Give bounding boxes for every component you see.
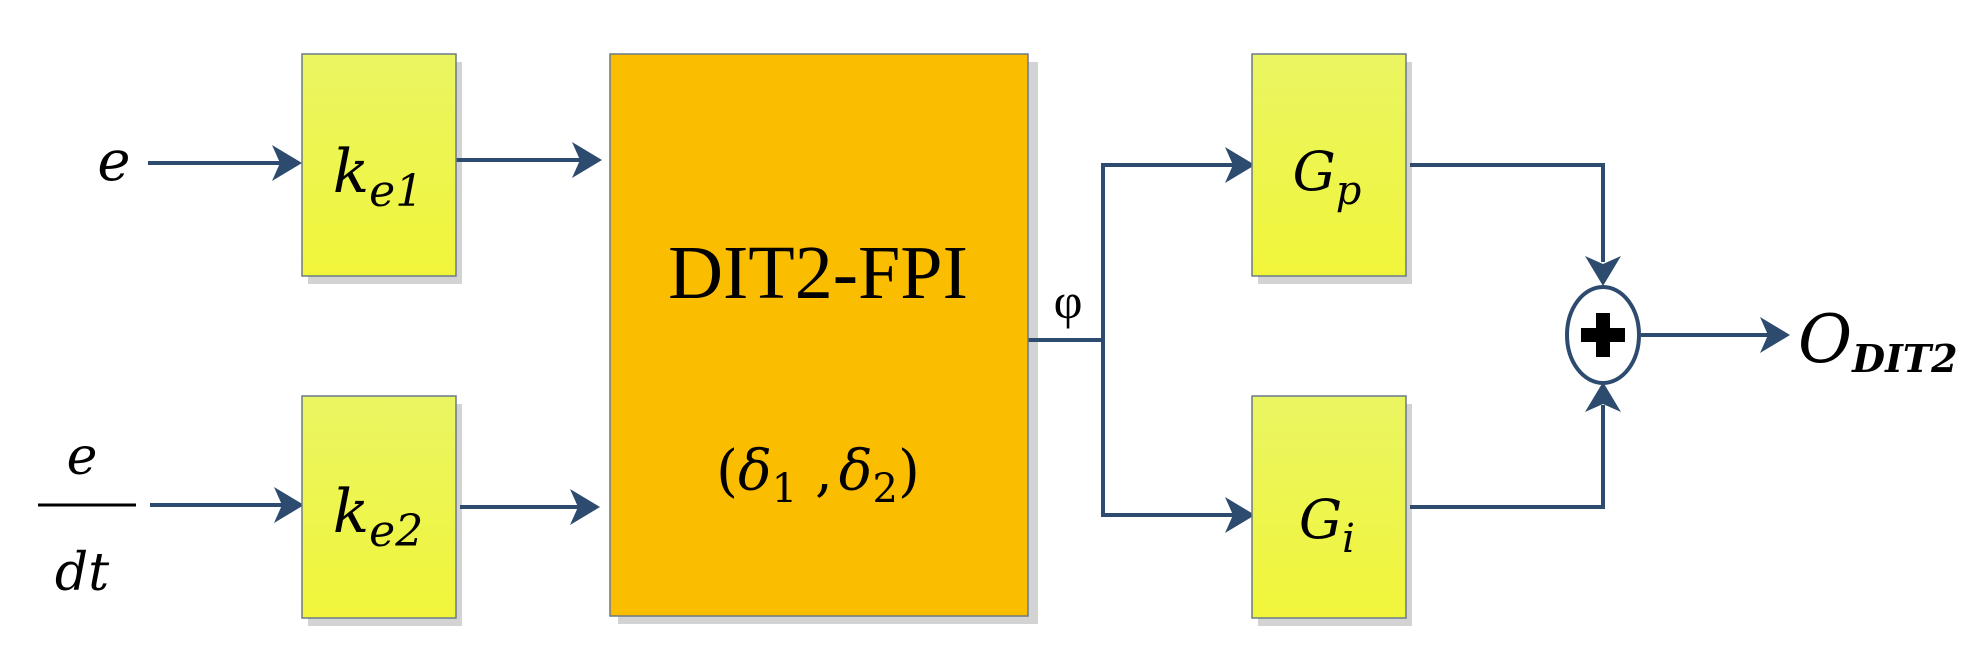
arrow-into-sum-top [1585,256,1621,286]
ke2-label: ke2 [333,477,423,557]
gi-label: Gi [1299,488,1355,562]
arrow-into-ke1 [272,145,302,181]
arrowheads [272,142,1790,533]
ke1-block [301,53,457,277]
ke2-block [301,395,457,619]
arrow-output [1760,317,1790,353]
dit2-fpi-block [609,53,1029,617]
signal-phi-label: φ [1054,273,1083,329]
wire-branch-to-gp [1101,163,1233,340]
signal-lines [148,158,1768,517]
input-e-label: e [97,129,130,194]
gp-block [1251,53,1407,277]
arrow-into-gi [1225,497,1255,533]
arrow-into-fpi-bottom [570,489,600,525]
controller-params: (δ1 ,δ2) [716,439,920,512]
summing-junction [1565,285,1641,385]
arrow-into-gp [1225,147,1255,183]
input-de-denominator: dt [55,543,109,603]
output-label: ODIT2 [1798,301,1958,381]
arrow-into-fpi-top [572,142,602,178]
arrow-into-ke2 [274,487,304,523]
wire-gp-to-sum [1410,163,1605,262]
controller-title: DIT2-FPI [668,231,968,315]
wire-gi-to-sum [1410,405,1605,509]
gp-label: Gp [1293,140,1362,214]
gi-block [1251,395,1407,619]
input-de-numerator: e [67,427,98,487]
arrow-into-sum-bottom [1585,382,1621,412]
wire-branch-to-gi [1101,340,1233,517]
ke1-label: ke1 [333,137,423,217]
